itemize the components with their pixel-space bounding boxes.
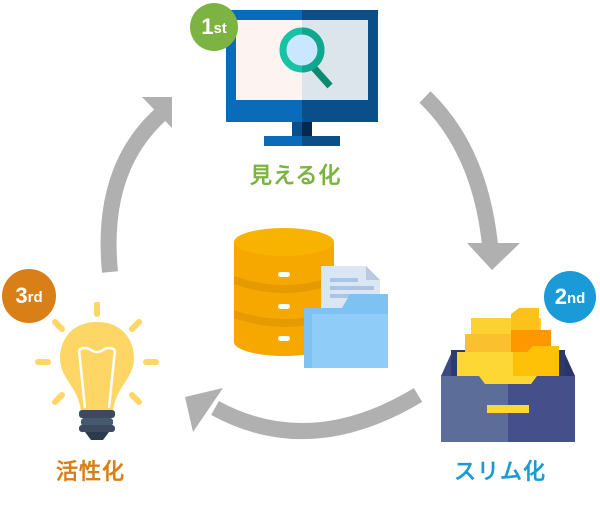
- step-2-label: スリム化: [454, 460, 547, 485]
- light-bulb-icon: [35, 301, 159, 440]
- arrow-step3-to-step1: [100, 97, 172, 273]
- step-3-label: 活性化: [56, 460, 126, 485]
- step-1-visualize: [226, 10, 378, 146]
- database-with-folder-icon: [234, 228, 388, 368]
- arrow-step1-to-step2: [419, 91, 520, 270]
- badge-number: 2: [554, 284, 567, 309]
- badge-suffix: st: [213, 20, 227, 37]
- badge-number: 1: [201, 14, 214, 39]
- badge-suffix: rd: [27, 289, 43, 306]
- file-drawer-icon: [441, 308, 575, 442]
- step-1-label: 見える化: [250, 164, 342, 189]
- monitor-magnifier-icon: [226, 10, 378, 146]
- center-illustration: [228, 224, 388, 369]
- badge-suffix: nd: [566, 290, 586, 307]
- arrow-step2-to-step3: [185, 388, 423, 440]
- step-2-slim: [441, 304, 575, 442]
- step-3-activate: [35, 301, 159, 442]
- badge-number: 3: [15, 283, 28, 308]
